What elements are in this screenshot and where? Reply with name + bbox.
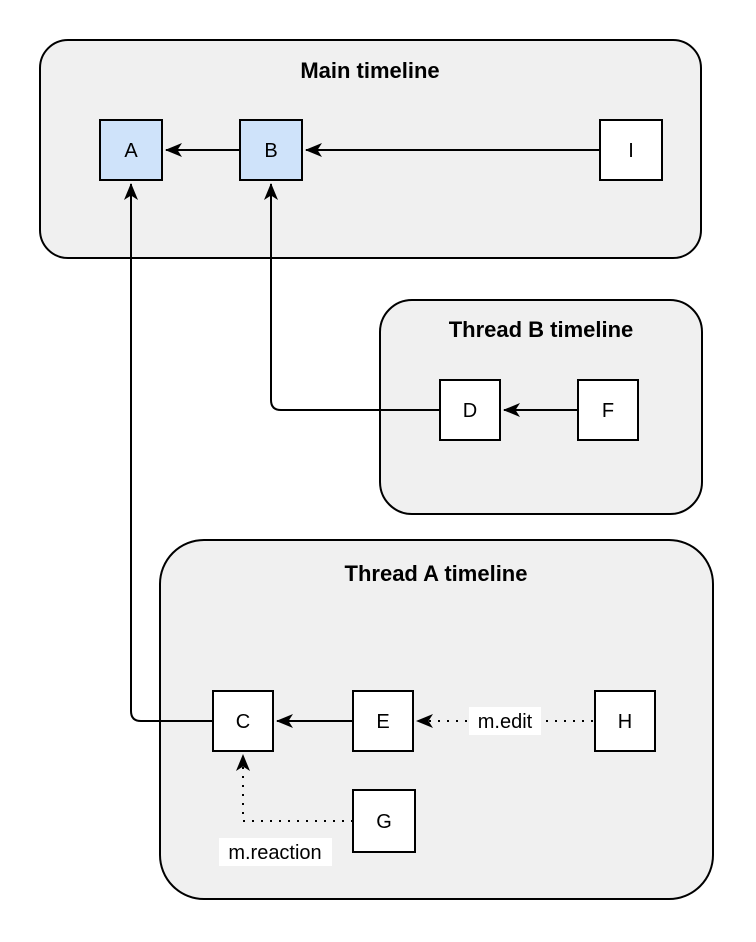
node-i: I xyxy=(599,119,663,181)
node-d-label: D xyxy=(463,400,477,422)
container-thread-b-title: Thread B timeline xyxy=(449,317,634,342)
container-thread-b-timeline: Thread B timeline xyxy=(379,299,703,515)
node-c-rect xyxy=(212,690,274,752)
node-f-rect xyxy=(577,379,639,441)
node-i-label: I xyxy=(628,140,634,162)
node-h-label: H xyxy=(618,711,632,733)
node-i-rect xyxy=(599,119,663,181)
node-d: D xyxy=(439,379,501,441)
node-g: G xyxy=(352,789,416,853)
node-f: F xyxy=(577,379,639,441)
edge-label-m-reaction: m.reaction xyxy=(219,838,332,866)
node-a: A xyxy=(99,119,163,181)
container-thread-a-rect xyxy=(159,539,714,900)
node-e: E xyxy=(352,690,414,752)
node-c: C xyxy=(212,690,274,752)
node-e-label: E xyxy=(376,711,389,733)
edge-c-to-a xyxy=(124,183,213,722)
node-f-label: F xyxy=(602,400,614,422)
edge-d-to-b xyxy=(264,183,440,411)
node-a-label: A xyxy=(124,140,138,162)
node-b-rect xyxy=(239,119,303,181)
node-b-label: B xyxy=(264,140,277,162)
container-thread-a-timeline: Thread A timeline xyxy=(159,539,714,900)
edge-label-m-reaction-bg xyxy=(219,838,332,866)
node-h: H xyxy=(594,690,656,752)
node-a-rect xyxy=(99,119,163,181)
edge-label-m-edit-bg xyxy=(469,707,541,735)
container-thread-b-rect xyxy=(379,299,703,515)
node-g-label: G xyxy=(376,811,392,833)
node-b: B xyxy=(239,119,303,181)
node-h-rect xyxy=(594,690,656,752)
node-d-rect xyxy=(439,379,501,441)
container-thread-a-title: Thread A timeline xyxy=(345,561,528,586)
node-g-rect xyxy=(352,789,416,853)
edge-label-m-reaction-text: m.reaction xyxy=(228,842,321,864)
edge-label-m-edit: m.edit xyxy=(469,707,541,735)
edge-label-m-edit-text: m.edit xyxy=(478,711,533,733)
container-main-title: Main timeline xyxy=(300,58,439,83)
node-c-label: C xyxy=(236,711,250,733)
node-e-rect xyxy=(352,690,414,752)
edge-g-to-c-m-reaction xyxy=(236,754,353,822)
